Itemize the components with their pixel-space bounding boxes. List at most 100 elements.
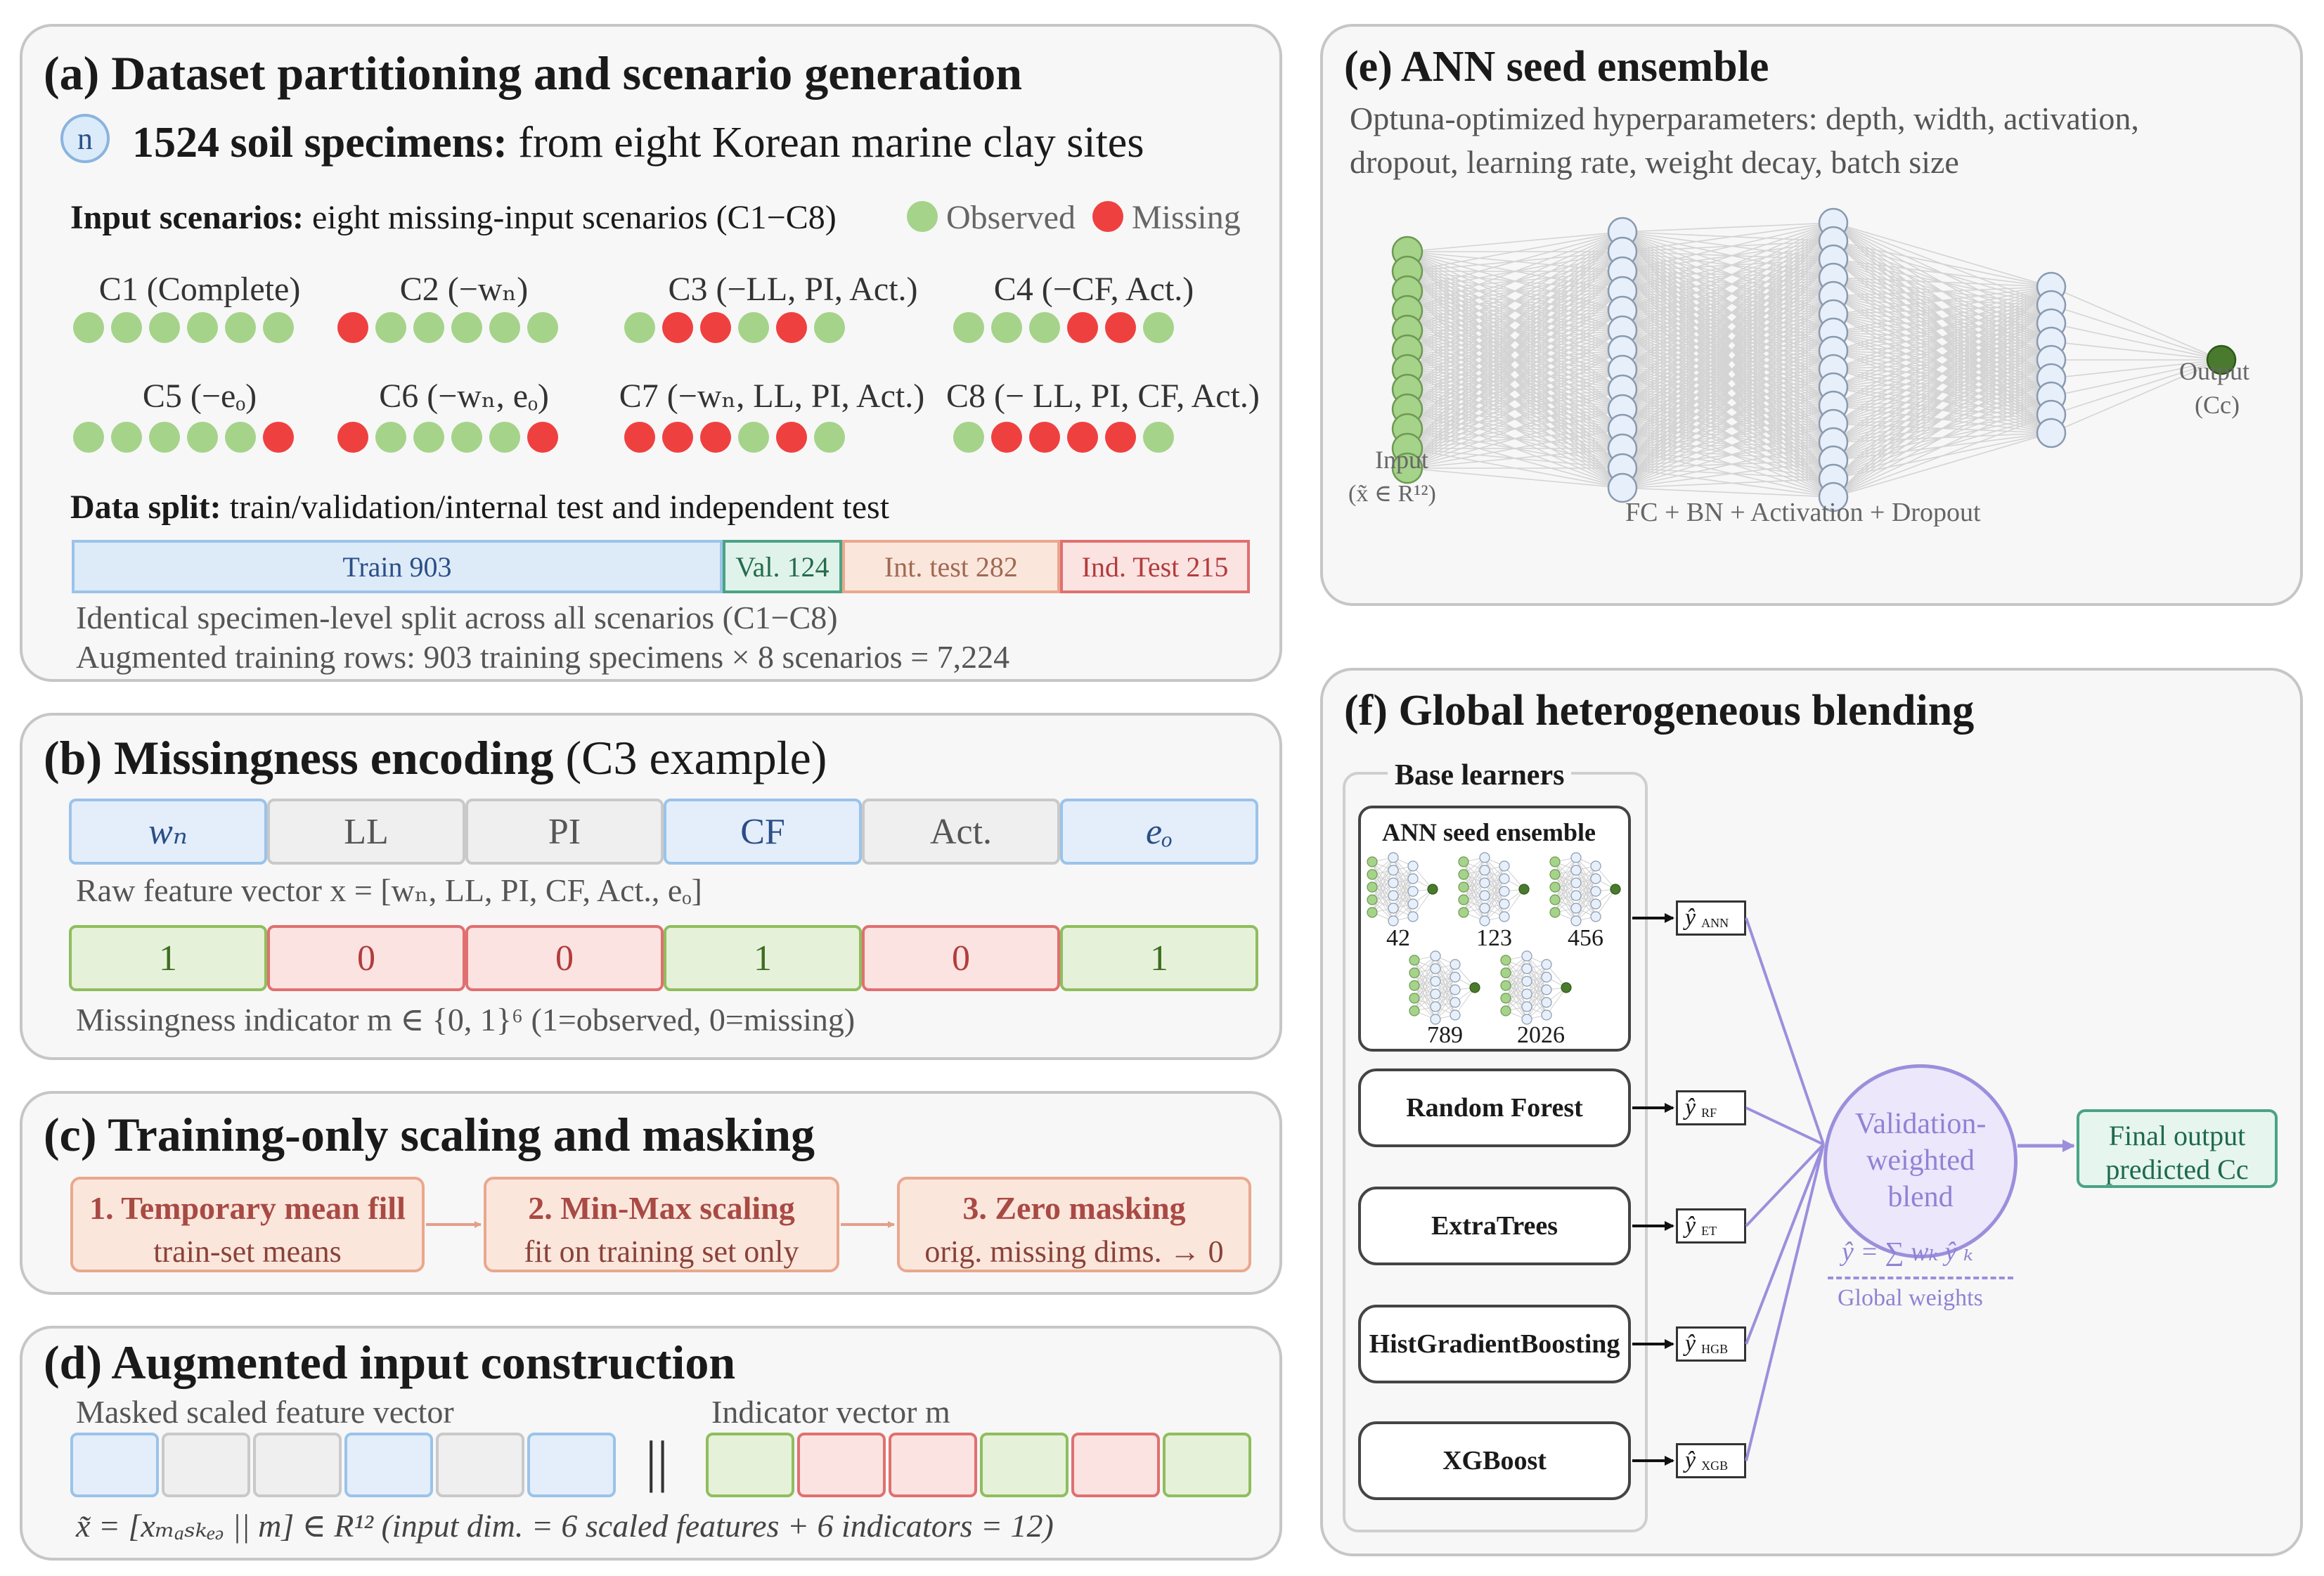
ann-edge bbox=[1622, 271, 1834, 425]
split-segment: Train 903 bbox=[72, 540, 723, 593]
ann-edge bbox=[1407, 310, 1623, 469]
observed-dot bbox=[1143, 422, 1174, 453]
mini-edge bbox=[1371, 857, 1394, 900]
ann-edge bbox=[1622, 240, 1834, 272]
learner-box: XGBoost bbox=[1358, 1421, 1631, 1500]
ann-edge bbox=[1622, 222, 1834, 489]
missing-dot bbox=[263, 422, 294, 453]
scenario-label: C1 (Complete) bbox=[98, 271, 301, 308]
mini-node bbox=[1570, 865, 1582, 876]
ann-edge bbox=[1622, 231, 1834, 315]
yhat-to-blend-line bbox=[1745, 917, 1825, 1145]
ann-network bbox=[1391, 207, 2237, 512]
split-segment: Int. test 282 bbox=[841, 540, 1060, 593]
ann-edge bbox=[1622, 467, 1834, 498]
mini-edge bbox=[1575, 878, 1596, 922]
global-weights-divider bbox=[1828, 1277, 2013, 1279]
ann-edge bbox=[1622, 310, 1834, 406]
ann-edge bbox=[1622, 271, 1834, 461]
ann-edge bbox=[1622, 349, 1834, 370]
ann-edge bbox=[1622, 423, 1834, 489]
ann-edge bbox=[1622, 332, 1834, 351]
ann-edge bbox=[1622, 277, 1834, 489]
ann-edge bbox=[1407, 231, 1623, 272]
ann-edge bbox=[1407, 467, 1623, 489]
ann-edge bbox=[1622, 387, 1834, 469]
ann-edge bbox=[1407, 448, 1623, 469]
yhat-subscript: RF bbox=[1701, 1105, 1717, 1120]
ann-edge bbox=[1622, 222, 1834, 351]
ann-edge bbox=[1622, 368, 1834, 489]
ann-edge bbox=[1407, 231, 1623, 469]
ann-edge bbox=[1833, 304, 2052, 498]
indicator-cell: 0 bbox=[267, 925, 465, 991]
ann-edge bbox=[1622, 240, 1834, 311]
mini-node bbox=[1500, 1005, 1511, 1016]
mini-node bbox=[1549, 881, 1561, 893]
scenario-label: C3 (−LL, PI, Act.) bbox=[668, 271, 918, 308]
ann-edge bbox=[1622, 330, 1834, 406]
observed-dot bbox=[991, 312, 1022, 343]
ann-hidden-node bbox=[1607, 472, 1638, 503]
ann-edge bbox=[1833, 222, 2052, 288]
ann-edge bbox=[1833, 286, 2052, 297]
ann-edge bbox=[1622, 349, 1834, 406]
masked-feature-cell bbox=[344, 1433, 433, 1497]
panel-d-title: (d) Augmented input construction bbox=[44, 1336, 736, 1389]
ann-edge bbox=[1622, 387, 1834, 489]
scenario-label: C7 (−wₙ, LL, PI, Act.) bbox=[619, 377, 925, 415]
ann-edge bbox=[1622, 350, 1834, 390]
ann-edge bbox=[1622, 259, 1834, 272]
ann-input-label: Input bbox=[1375, 446, 1428, 474]
mini-node bbox=[1610, 884, 1621, 895]
ann-edge bbox=[1622, 349, 1834, 388]
ann-edge bbox=[1622, 231, 1834, 297]
mini-edge bbox=[1526, 964, 1547, 995]
mini-edge bbox=[1463, 870, 1485, 913]
ann-edge bbox=[1622, 349, 1834, 461]
masked-feature-cell bbox=[70, 1433, 159, 1497]
mini-node bbox=[1409, 1005, 1420, 1016]
ann-edge bbox=[1622, 369, 1834, 388]
ann-edge bbox=[1622, 330, 1834, 333]
ann-edge bbox=[1833, 286, 2052, 388]
observed-dot bbox=[413, 422, 444, 453]
mini-edge bbox=[1595, 889, 1616, 917]
ann-edge bbox=[1622, 350, 1834, 410]
mini-node bbox=[1458, 869, 1469, 880]
ann-edge bbox=[1622, 332, 1834, 489]
ann-edge bbox=[1833, 286, 2052, 461]
ann-edge bbox=[1622, 271, 1834, 278]
indicator-vector-cell bbox=[706, 1433, 794, 1497]
observed-dot bbox=[413, 312, 444, 343]
ann-ensemble-title: ANN seed ensemble bbox=[1382, 818, 1596, 846]
mini-node bbox=[1388, 915, 1399, 926]
mini-edge bbox=[1454, 987, 1476, 1016]
mini-node bbox=[1458, 856, 1469, 867]
step-zero-masking: 3. Zero masking orig. missing dims. → 0 bbox=[897, 1177, 1251, 1272]
mini-edge bbox=[1505, 955, 1528, 999]
mini-node bbox=[1430, 988, 1441, 1000]
ann-edge bbox=[1622, 271, 1834, 388]
mini-edge bbox=[1393, 878, 1414, 922]
panel-b-title: (b) Missingness encoding (C3 example) bbox=[44, 731, 827, 784]
ann-output-label: Output bbox=[2179, 357, 2250, 385]
mini-node bbox=[1407, 898, 1419, 910]
ann-edge bbox=[1622, 231, 1834, 278]
ann-edge bbox=[1622, 310, 1834, 498]
mini-node bbox=[1427, 884, 1438, 895]
ann-edge bbox=[1622, 310, 1834, 388]
ann-output-sub: (Cc) bbox=[2195, 391, 2240, 419]
ann-edge bbox=[1622, 231, 1834, 351]
split-note-1: Identical specimen-level split across al… bbox=[76, 600, 838, 635]
ann-edge bbox=[1407, 408, 1623, 469]
mini-node bbox=[1479, 903, 1490, 914]
mini-node bbox=[1479, 852, 1490, 863]
mini-edge bbox=[1393, 891, 1414, 922]
observed-dot bbox=[73, 422, 104, 453]
ann-edge bbox=[1622, 310, 1834, 351]
ann-edge bbox=[1622, 277, 1834, 390]
mini-node bbox=[1521, 963, 1532, 974]
yhat-to-blend-line bbox=[1745, 1144, 1825, 1461]
